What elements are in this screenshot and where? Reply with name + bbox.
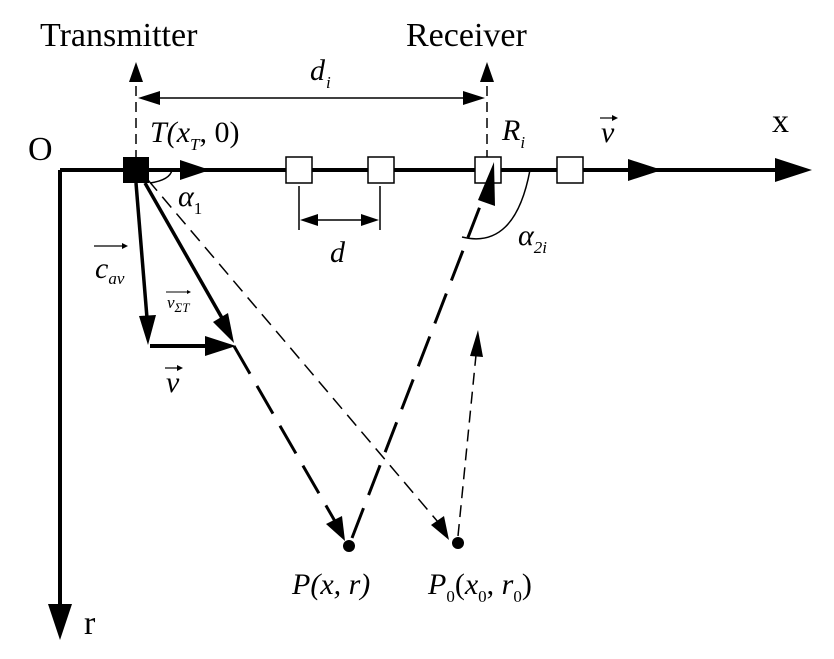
svg-text:v: v xyxy=(166,366,180,399)
d-label: d xyxy=(330,236,346,269)
axis-velocity-arrow-left xyxy=(180,160,210,180)
alpha-2i-arc xyxy=(461,169,531,240)
target-point-P0 xyxy=(452,537,464,549)
alpha-1-arc xyxy=(149,169,173,184)
v-sum-T-label: vΣT xyxy=(166,290,191,315)
alpha-1-label: α1 xyxy=(178,180,202,218)
svg-text:cav: cav xyxy=(95,252,125,288)
target-point-P xyxy=(343,540,355,552)
d-i-label: di xyxy=(310,54,331,92)
v-sum-T-vector xyxy=(143,182,234,343)
receiver-square-1 xyxy=(285,156,313,184)
origin-label: O xyxy=(28,131,53,168)
R-i-label: Ri xyxy=(501,114,525,152)
x-axis-label: x xyxy=(772,103,789,140)
path-transmitter-to-P0 xyxy=(147,179,449,540)
x-axis xyxy=(60,158,812,182)
svg-text:vΣT: vΣT xyxy=(167,293,190,315)
r-axis xyxy=(48,170,72,640)
path-transmitter-to-P xyxy=(232,345,345,541)
c-av-vector xyxy=(134,182,156,345)
v-bottom-label: v xyxy=(165,365,183,399)
path-P-to-receiver xyxy=(350,162,495,539)
c-av-label: cav xyxy=(94,243,128,288)
transmitter-label: Transmitter xyxy=(40,17,198,54)
axis-velocity-arrow-right xyxy=(628,159,662,181)
receiver-square-4 xyxy=(556,156,584,184)
r-axis-label: r xyxy=(84,605,96,642)
distance-d-i-arrow xyxy=(138,91,485,105)
v-top-label: v xyxy=(600,115,618,149)
receiver-vertical-dashed-line xyxy=(480,62,494,160)
alpha-2i-label: α2i xyxy=(518,219,547,257)
receiver-label: Receiver xyxy=(406,17,527,54)
P0-label: P0(x0, r0) xyxy=(427,568,532,606)
receiver-square-2 xyxy=(367,156,395,184)
v-bottom-vector xyxy=(150,336,236,356)
svg-text:v: v xyxy=(601,116,615,149)
transmitter-square xyxy=(123,157,149,183)
spacing-d-arrow xyxy=(298,186,381,230)
P-label: P(x, r) xyxy=(291,568,370,601)
T-coordinate-label: T(xT, 0) xyxy=(150,116,239,154)
transmitter-vertical-dashed-line xyxy=(129,62,143,160)
path-P0-to-receiver xyxy=(457,330,483,537)
